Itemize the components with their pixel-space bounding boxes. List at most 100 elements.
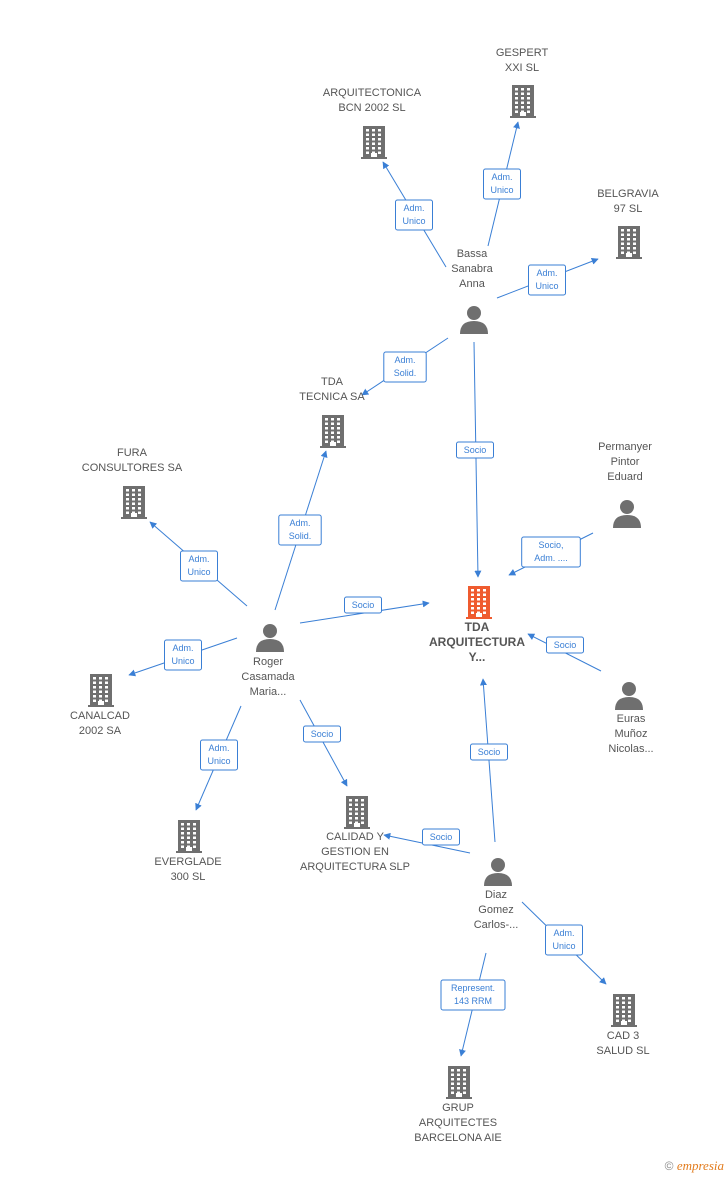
person-icon [484, 858, 512, 886]
person-icon [615, 682, 643, 710]
node-label: XXI SL [505, 62, 539, 74]
node-arq-bcn[interactable]: ARQUITECTONICA BCN 2002 SL [323, 87, 422, 159]
node-label: Bassa [457, 248, 488, 260]
edge-diaz-calidad: Socio [383, 828, 471, 854]
node-label: Muñoz [614, 728, 647, 740]
person-icon [460, 306, 488, 334]
edge-label-box[interactable] [521, 536, 581, 568]
edge-label-box[interactable] [164, 639, 202, 671]
node-label: Maria... [250, 686, 287, 698]
edge-label-text: Unico [171, 656, 194, 666]
node-tda-arq[interactable]: TDAARQUITECTURAY... [429, 586, 525, 664]
edge-label-text: Unico [490, 185, 513, 195]
edge-label-text: Adm. [403, 203, 424, 213]
node-label: Nicolas... [608, 743, 653, 755]
building-icon [616, 226, 642, 259]
node-label: BELGRAVIA [597, 188, 659, 200]
building-icon [361, 126, 387, 159]
node-label: CONSULTORES SA [82, 462, 183, 474]
node-label: ARQUITECTONICA [323, 87, 422, 99]
edge-bassa-tda: Socio [456, 341, 494, 578]
edge-bassa-belgravia: Adm.Unico [496, 258, 599, 299]
node-euras[interactable]: EurasMuñozNicolas... [608, 682, 654, 755]
edge-label-text: Adm. [172, 643, 193, 653]
edge-label-box[interactable] [483, 168, 521, 200]
edge-label-box[interactable] [200, 739, 238, 771]
node-label: Anna [459, 278, 486, 290]
edge-label-box[interactable] [278, 514, 322, 546]
node-label: Eduard [607, 471, 642, 483]
edge-roger-canalcad: Adm. Unico [128, 637, 238, 677]
edge-label-text: Adm. [394, 355, 415, 365]
edge-label-box[interactable] [344, 596, 382, 614]
node-belgravia[interactable]: BELGRAVIA 97 SL [597, 188, 659, 259]
node-diaz[interactable]: DiazGomezCarlos-... [474, 858, 519, 931]
person-icon [256, 624, 284, 652]
edge-label-box[interactable] [440, 979, 506, 1011]
node-label: GESPERT [496, 47, 549, 59]
brand-logo[interactable]: empresia [676, 1158, 724, 1173]
edge-label-box[interactable] [546, 636, 584, 654]
edge-diaz-grup: Represent.143 RRM [440, 952, 506, 1057]
edge-bassa-tdatec: Adm.Solid. [361, 337, 449, 396]
edge-diaz-cad3: Adm.Unico [521, 901, 607, 985]
node-canalcad[interactable]: CANALCAD 2002 SA [70, 674, 130, 737]
edge-roger-calidad: Socio [299, 699, 348, 787]
edge-label-text: Unico [207, 756, 230, 766]
edge-arrow [473, 341, 482, 578]
building-icon [510, 85, 536, 118]
footer: © empresia [665, 1158, 724, 1174]
node-label: TDA [465, 620, 490, 634]
edge-label-box[interactable] [456, 441, 494, 459]
edge-label-box[interactable] [395, 199, 433, 231]
edge-label-box[interactable] [545, 924, 583, 956]
edge-euras-tda: Socio [527, 633, 602, 672]
edge-label-text: Adm. [208, 743, 229, 753]
edge-label-text: 143 RRM [454, 996, 492, 1006]
edge-label-text: Adm. [553, 928, 574, 938]
node-label: SALUD SL [596, 1045, 649, 1057]
node-roger[interactable]: RogerCasamadaMaria... [241, 624, 295, 698]
node-label: 2002 SA [79, 725, 122, 737]
node-label: Casamada [241, 671, 295, 683]
building-icon [446, 1066, 472, 1099]
edge-label-box[interactable] [528, 264, 566, 296]
building-icon [611, 994, 637, 1027]
edge-roger-tdatec: Adm. Solid. [274, 450, 328, 611]
building-icon [466, 586, 492, 619]
edge-label-text: Solid. [289, 531, 312, 541]
node-label: GRUP [442, 1102, 474, 1114]
node-label: Pintor [611, 456, 640, 468]
node-cad3[interactable]: CAD 3 SALUD SL [596, 994, 650, 1057]
edge-label-text: Adm. [289, 518, 310, 528]
node-label: CAD 3 [607, 1030, 639, 1042]
node-label: Roger [253, 656, 283, 668]
edge-label-text: Unico [535, 281, 558, 291]
node-gespert[interactable]: GESPERT XXI SL [496, 47, 549, 118]
node-label: Permanyer [598, 441, 652, 453]
edge-label-box[interactable] [422, 828, 460, 846]
edge-label-text: Unico [187, 567, 210, 577]
building-icon [320, 415, 346, 448]
node-label: TDA [321, 376, 344, 388]
edge-label-box[interactable] [303, 725, 341, 743]
node-label: Diaz [485, 889, 507, 901]
building-icon [176, 820, 202, 853]
edge-label-box[interactable] [470, 743, 508, 761]
node-label: BCN 2002 SL [338, 102, 405, 114]
edge-label-text: Socio [352, 600, 375, 610]
node-label: CANALCAD [70, 710, 130, 722]
edge-label-box[interactable] [180, 550, 218, 582]
node-label: 300 SL [171, 871, 206, 883]
edge-label-box[interactable] [383, 351, 427, 383]
node-label: 97 SL [614, 203, 643, 215]
edge-roger-fura: Adm.Unico [149, 521, 248, 607]
